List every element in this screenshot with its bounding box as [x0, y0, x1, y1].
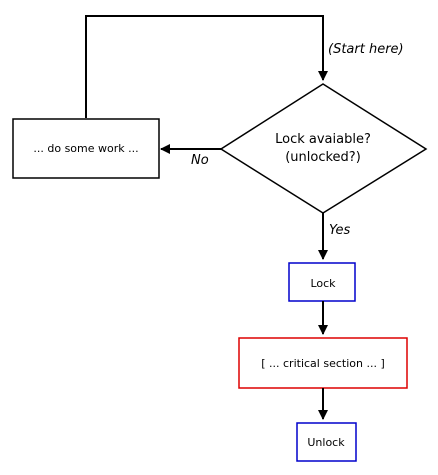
decision-text-line1: Lock avaiable?: [275, 132, 371, 147]
start-label: (Start here): [328, 42, 404, 57]
unlock-box: [296, 422, 357, 462]
loop-back-edge: [85, 15, 328, 118]
decision-text-line2: (unlocked?): [285, 150, 361, 165]
lock-box-text: Lock: [310, 277, 336, 290]
yes-label: Yes: [329, 223, 351, 238]
decision-diamond: [219, 83, 428, 214]
unlock-box-text: Unlock: [307, 436, 345, 449]
no-label: No: [191, 153, 209, 168]
critical-section-text: [ ... critical section ... ]: [261, 357, 385, 370]
critical-section-box: [238, 337, 408, 389]
work-box: [12, 118, 160, 179]
lock-box: [288, 262, 356, 302]
work-box-text: ... do some work ...: [33, 142, 138, 155]
